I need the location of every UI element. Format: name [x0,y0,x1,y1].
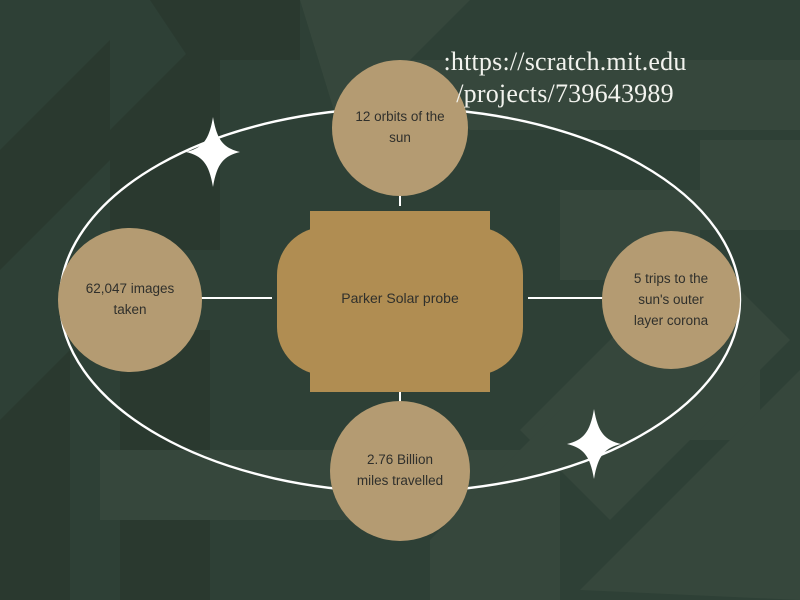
node-circle-images[interactable] [58,228,202,372]
scratch-project-url[interactable]: :https://scratch.mit.edu /projects/73964… [443,47,687,108]
node-circle-corona[interactable] [602,231,740,369]
sparkle-lower-right-icon [567,409,621,479]
center-node-parker-solar-probe[interactable] [277,211,523,392]
node-circle-orbits[interactable] [332,60,468,196]
center-vertical-band [310,211,490,392]
sparkle-upper-left-icon [186,117,240,187]
node-circle-miles[interactable] [330,401,470,541]
